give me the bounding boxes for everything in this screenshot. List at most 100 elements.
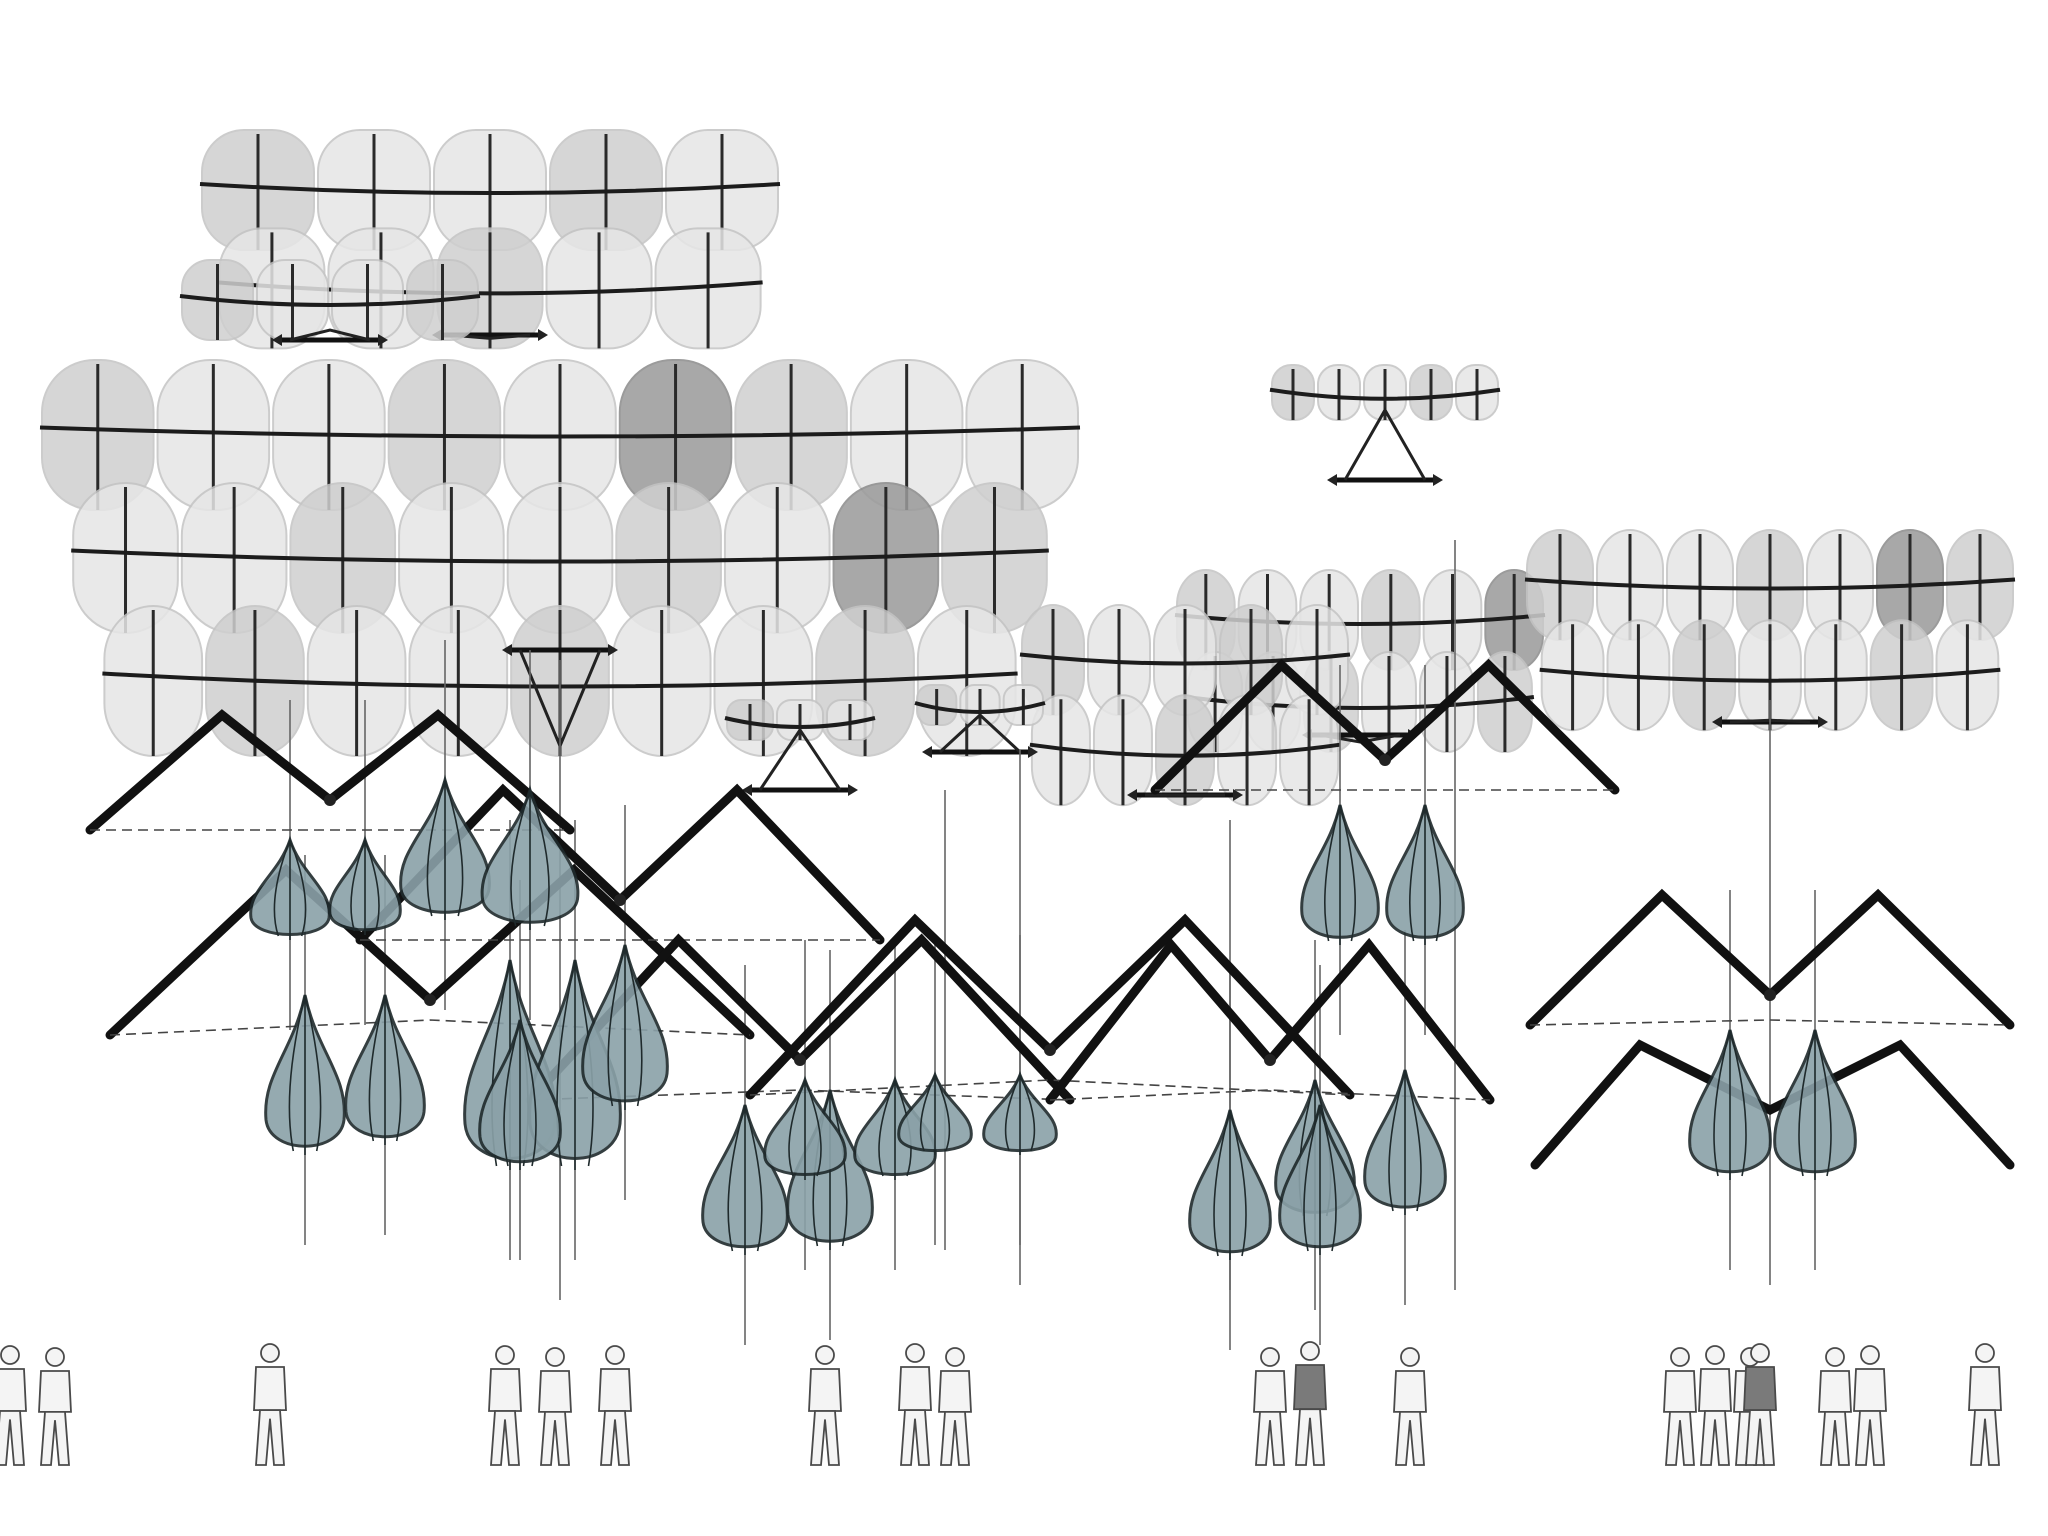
- hub-arrow: [1818, 716, 1828, 728]
- water-droplet: [1688, 1029, 1772, 1180]
- droplet-rib: [1388, 1069, 1406, 1212]
- droplet-rib: [273, 839, 291, 937]
- person-head: [45, 1347, 65, 1367]
- canopy-rib: [724, 716, 876, 729]
- person-head: [1975, 1343, 1995, 1363]
- hub-arrow: [1127, 789, 1137, 801]
- frame-arm: [615, 783, 885, 945]
- spider-frame: [85, 709, 575, 835]
- person-legs: [940, 1411, 970, 1466]
- frame-node: [324, 794, 336, 806]
- frame-arm: [1150, 658, 1390, 795]
- droplet-rib: [1229, 1109, 1247, 1257]
- spider-frame: [1525, 888, 2015, 1030]
- person-figure: [1698, 1345, 1732, 1466]
- person-head: [605, 1345, 625, 1365]
- spider-frame: [1045, 937, 1495, 1105]
- person-torso: [538, 1370, 572, 1413]
- droplet-rib: [384, 994, 402, 1142]
- droplet-rib: [1324, 804, 1341, 942]
- canopy-rib: [199, 182, 781, 195]
- person-legs: [1855, 1410, 1885, 1466]
- person-torso: [1818, 1370, 1852, 1413]
- person-figure: [1393, 1347, 1427, 1466]
- person-torso: [598, 1368, 632, 1412]
- droplet-rib: [624, 944, 643, 1107]
- person-torso: [1393, 1370, 1427, 1413]
- droplet-rib: [426, 779, 446, 917]
- person-head: [1400, 1347, 1420, 1367]
- person-figure: [938, 1347, 972, 1466]
- hub-arrow: [1028, 746, 1038, 758]
- water-droplet: [249, 835, 331, 940]
- frame-node: [794, 1054, 806, 1066]
- person-figure: [1663, 1347, 1697, 1466]
- droplet-rib: [1424, 804, 1441, 942]
- droplet-rib: [878, 1079, 896, 1177]
- frame-node: [1044, 1044, 1056, 1056]
- person-legs: [1745, 1409, 1775, 1466]
- person-torso: [1698, 1368, 1732, 1412]
- person-head: [1705, 1345, 1725, 1365]
- person-head: [1825, 1347, 1845, 1367]
- frame-lower-brace: [1530, 1039, 2015, 1170]
- person-head: [1670, 1347, 1690, 1367]
- droplet-rib: [304, 994, 322, 1152]
- person-legs: [900, 1409, 930, 1466]
- droplet-rib: [1303, 1104, 1321, 1252]
- person-torso: [938, 1370, 972, 1413]
- droplet-rib: [350, 839, 366, 932]
- water-droplet: [763, 1075, 847, 1180]
- hub-arrow: [1433, 474, 1443, 486]
- hub-arrow: [608, 644, 618, 656]
- person-torso: [38, 1370, 72, 1413]
- droplet-rib: [1814, 1029, 1832, 1177]
- canopy-rib: [1524, 577, 2016, 591]
- person-figure: [1968, 1343, 2002, 1466]
- canopy-rib: [1019, 652, 1351, 666]
- droplet-rib: [1798, 1029, 1816, 1177]
- hub-brace: [758, 727, 842, 791]
- canopy-rib: [914, 701, 1046, 714]
- person-legs: [490, 1410, 520, 1466]
- droplet-rib: [289, 839, 307, 937]
- frame-guideline: [1529, 1019, 2011, 1026]
- person-torso: [1293, 1364, 1327, 1411]
- droplet-rib: [607, 944, 626, 1107]
- water-droplet: [1300, 804, 1380, 945]
- canopy: [1269, 364, 1501, 486]
- water-droplets: [249, 774, 1857, 1260]
- canopy-rib: [179, 294, 481, 307]
- person-legs: [1700, 1410, 1730, 1466]
- person-head: [945, 1347, 965, 1367]
- frame-arm: [1525, 888, 1775, 1030]
- person-legs: [1395, 1411, 1425, 1466]
- droplet-rib: [444, 779, 464, 917]
- canopy-rib: [1174, 613, 1546, 626]
- person-figure: [808, 1345, 842, 1466]
- canopy: [179, 259, 481, 346]
- droplet-rib: [368, 994, 386, 1142]
- hub-brace: [1343, 406, 1427, 481]
- canopy: [1524, 529, 2016, 732]
- droplet-rib: [788, 1079, 806, 1177]
- canopy-layer: [39, 129, 2016, 807]
- person-torso: [898, 1366, 932, 1411]
- person-torso: [1853, 1368, 1887, 1412]
- frame-guideline: [529, 1089, 1071, 1101]
- people-silhouettes: [0, 1341, 2002, 1466]
- person-torso: [253, 1366, 287, 1411]
- droplet-rib: [727, 1104, 746, 1252]
- droplet-rib: [1404, 1069, 1422, 1212]
- droplet-rib: [1729, 1029, 1747, 1177]
- frame-arm: [795, 933, 1075, 1105]
- person-torso: [0, 1368, 27, 1412]
- water-droplet: [264, 994, 346, 1155]
- droplet-rib: [804, 1079, 822, 1177]
- droplet-rib: [1213, 1109, 1231, 1257]
- person-legs: [0, 1410, 25, 1466]
- person-figure: [1293, 1341, 1327, 1466]
- spider-frame: [1150, 658, 1620, 795]
- droplet-rib: [919, 1074, 936, 1152]
- frame-arm: [85, 709, 335, 835]
